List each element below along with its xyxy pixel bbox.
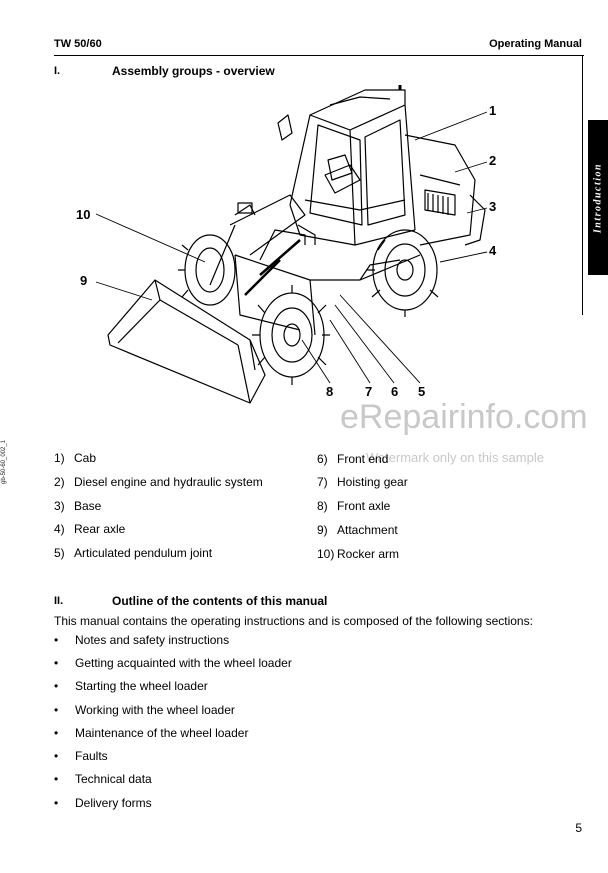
section1-title: Assembly groups - overview [112, 64, 275, 78]
bullet-glyph: • [54, 749, 59, 763]
doc-code: gb-50-60_002_1 [1, 439, 7, 485]
legend-item-2: 2) Diesel engine and hydraulic system [54, 475, 263, 489]
legend-label: Cab [74, 451, 97, 465]
bullet-glyph: • [54, 796, 59, 810]
legend-num: 3) [54, 499, 65, 513]
legend-label: Front end [337, 452, 389, 466]
legend-item-6: 6) Front end [317, 452, 388, 466]
callout-9: 9 [80, 273, 88, 288]
legend-num: 4) [54, 522, 65, 536]
legend-num: 1) [54, 451, 65, 465]
callout-3: 3 [489, 199, 497, 214]
callout-4: 4 [489, 243, 497, 258]
legend-item-7: 7) Hoisting gear [317, 475, 408, 489]
contents-item: Starting the wheel loader [75, 679, 208, 693]
contents-item: Delivery forms [75, 796, 152, 810]
callout-7: 7 [365, 384, 373, 399]
watermark-note: Watermark only on this sample [366, 450, 544, 465]
bullet-glyph: • [54, 703, 59, 717]
page-number: 5 [575, 821, 582, 835]
side-tab [588, 120, 608, 275]
contents-item: Working with the wheel loader [75, 703, 235, 717]
section2-number: II. [54, 595, 64, 607]
bullet-glyph: • [54, 656, 59, 670]
contents-item: Getting acquainted with the wheel loader [75, 656, 292, 670]
wheel-loader-illustration [107, 85, 486, 404]
callout-8: 8 [326, 384, 334, 399]
legend-label: Articulated pendulum joint [74, 546, 213, 560]
callout-2: 2 [489, 153, 497, 168]
header-rule [54, 55, 584, 56]
contents-item: Maintenance of the wheel loader [75, 726, 249, 740]
legend-label: Rear axle [74, 522, 126, 536]
legend-num: 6) [317, 452, 328, 466]
section2-intro: This manual contains the operating instr… [54, 614, 533, 628]
legend-item-8: 8) Front axle [317, 499, 390, 513]
legend-num: 7) [317, 475, 328, 489]
legend-num: 9) [317, 523, 328, 537]
bullet-glyph: • [54, 679, 59, 693]
callout-10: 10 [76, 207, 91, 222]
contents-item: Faults [75, 749, 108, 763]
legend-label: Base [74, 499, 102, 513]
legend-item-10: 10) Rocker arm [317, 547, 399, 561]
header-model: TW 50/60 [54, 38, 102, 50]
watermark-site: eRepairinfo.com [340, 398, 588, 436]
legend-label: Attachment [337, 523, 398, 537]
legend-num: 2) [54, 475, 65, 489]
legend-num: 8) [317, 499, 328, 513]
legend-label: Hoisting gear [337, 475, 408, 489]
legend-item-5: 5) Articulated pendulum joint [54, 546, 212, 560]
section1-number: I. [54, 65, 61, 77]
legend-num: 10) [317, 547, 335, 561]
legend-item-9: 9) Attachment [317, 523, 398, 537]
bullet-glyph: • [54, 726, 59, 740]
legend-item-1: 1) Cab [54, 451, 96, 465]
callout-6: 6 [391, 384, 399, 399]
contents-item: Notes and safety instructions [75, 633, 230, 647]
legend-item-3: 3) Base [54, 499, 101, 513]
legend-num: 5) [54, 546, 65, 560]
header-manual-title: Operating Manual [489, 38, 582, 50]
legend-label: Front axle [337, 499, 391, 513]
legend-label: Diesel engine and hydraulic system [74, 475, 263, 489]
contents-item: Technical data [75, 772, 152, 786]
legend-item-4: 4) Rear axle [54, 522, 125, 536]
side-rule [582, 55, 583, 315]
callout-5: 5 [418, 384, 426, 399]
callout-1: 1 [489, 103, 497, 118]
bullet-glyph: • [54, 772, 59, 786]
section2-title: Outline of the contents of this manual [112, 594, 328, 608]
legend-label: Rocker arm [337, 547, 400, 561]
bullet-glyph: • [54, 633, 59, 647]
side-tab-label: Introduction [592, 162, 604, 234]
